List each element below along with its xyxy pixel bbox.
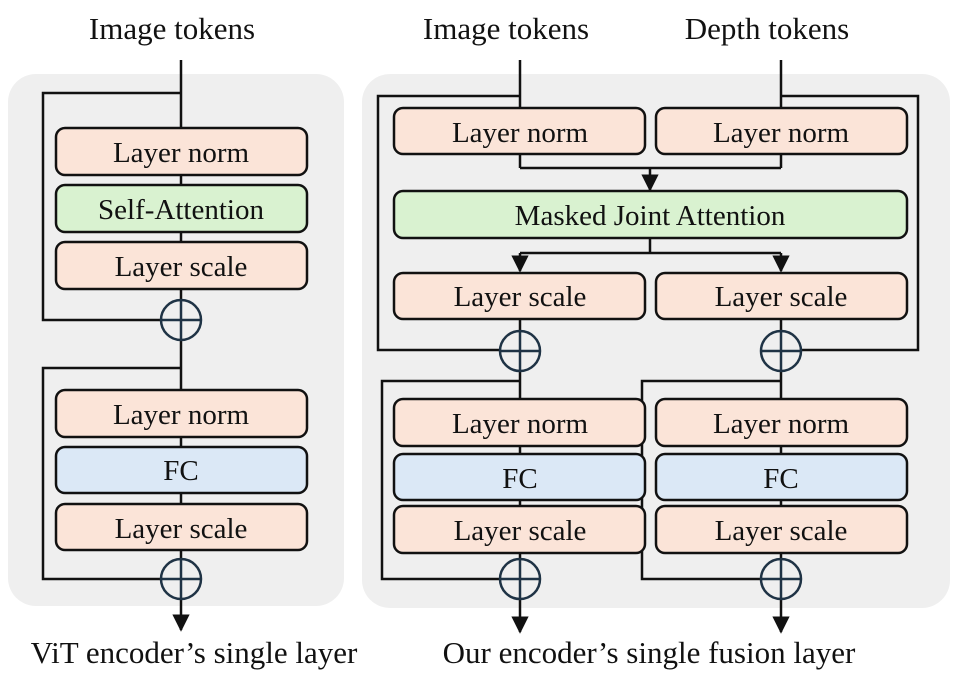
vit-layer-norm-2-label: Layer norm <box>113 399 250 431</box>
image-layer-scale-1 <box>392 271 647 321</box>
depth-layer-norm-2 <box>654 397 909 448</box>
vit-add-2 <box>159 557 203 601</box>
fusion-depth-input-label: Depth tokens <box>685 11 849 46</box>
depth-add-2 <box>759 557 803 601</box>
vit-layer-norm-2 <box>54 388 309 439</box>
vit-layer-scale-2-label: Layer scale <box>115 513 248 545</box>
vit-blocks <box>54 126 309 552</box>
vit-layer-scale-1 <box>54 240 309 291</box>
depth-layer-norm-1 <box>654 106 909 156</box>
depth-layer-scale-1-label: Layer scale <box>715 281 848 313</box>
vit-input-label: Image tokens <box>89 11 255 46</box>
vit-self-attention-label: Self-Attention <box>98 194 264 226</box>
depth-fc <box>654 452 909 502</box>
depth-layer-scale-2-label: Layer scale <box>715 515 848 547</box>
image-fc <box>392 452 647 502</box>
fusion-adds <box>498 329 803 601</box>
depth-layer-scale-2 <box>654 504 909 555</box>
depth-layer-norm-2-label: Layer norm <box>713 408 850 440</box>
vit-caption: ViT encoder’s single layer <box>31 635 358 670</box>
image-add-1 <box>498 329 542 373</box>
vit-fc <box>54 445 309 495</box>
depth-layer-norm-1-label: Layer norm <box>713 117 850 149</box>
image-layer-norm-1-label: Layer norm <box>452 117 589 149</box>
vit-self-attention <box>54 183 309 234</box>
vit-fc-label: FC <box>163 455 198 487</box>
image-add-2 <box>498 557 542 601</box>
masked-joint-attention-label: Masked Joint Attention <box>515 200 786 232</box>
fusion-image-input-label: Image tokens <box>423 11 589 46</box>
vit-add-1 <box>159 298 203 342</box>
vit-layer-norm-1-label: Layer norm <box>113 137 250 169</box>
image-layer-scale-2-label: Layer scale <box>454 515 587 547</box>
vit-layer-scale-1-label: Layer scale <box>115 251 248 283</box>
vit-layer-norm-1 <box>54 126 309 177</box>
image-fc-label: FC <box>502 463 537 495</box>
image-layer-norm-2-label: Layer norm <box>452 408 589 440</box>
image-layer-norm-2 <box>392 397 647 448</box>
fusion-caption: Our encoder’s single fusion layer <box>443 635 856 670</box>
image-layer-scale-2 <box>392 504 647 555</box>
fusion-blocks <box>392 106 909 555</box>
vit-layer <box>41 60 190 632</box>
image-layer-norm-1 <box>392 106 647 156</box>
image-layer-scale-1-label: Layer scale <box>454 281 587 313</box>
vit-layer-scale-2 <box>54 502 309 552</box>
masked-joint-attention <box>392 189 909 240</box>
depth-fc-label: FC <box>763 463 798 495</box>
depth-layer-scale-1 <box>654 271 909 321</box>
depth-add-1 <box>759 329 803 373</box>
